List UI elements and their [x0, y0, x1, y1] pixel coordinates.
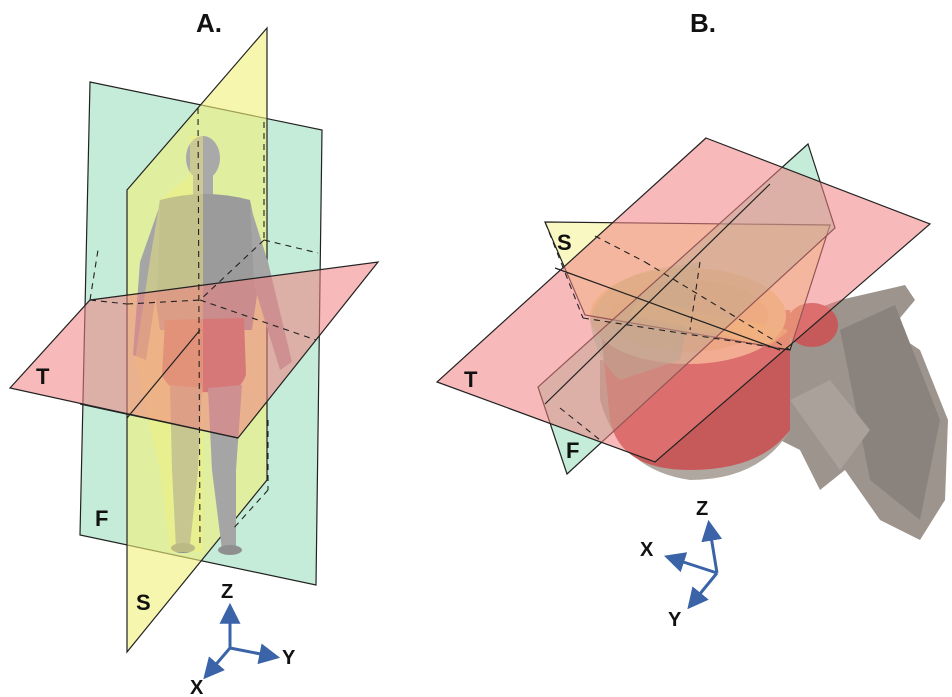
panel-b-z-axis-arrow — [701, 519, 723, 574]
panel-b-transverse-label: T — [464, 367, 478, 392]
panel-b-x-axis-label: X — [640, 539, 654, 561]
panel-b-intersection-line — [554, 267, 781, 351]
panel-a-transverse-label: T — [36, 364, 50, 389]
panel-a-frontal-label: F — [95, 506, 108, 531]
panel-a-sagittal-label: S — [136, 590, 151, 615]
panel-b-hidden-edges — [544, 221, 791, 441]
panel-b-axes — [664, 519, 723, 610]
panel-a: A. — [8, 8, 380, 697]
panel-b-sagittal-label: S — [557, 230, 572, 255]
panel-a-title: A. — [196, 8, 222, 38]
panel-a-x-axis-arrow — [203, 647, 232, 680]
panel-b-intersection-line — [544, 183, 771, 405]
panel-a-z-axis-label: Z — [221, 581, 233, 603]
panel-a-intersection-line — [126, 329, 201, 419]
panel-a-hidden-edges — [89, 107, 319, 546]
panel-b-x-axis-arrow — [664, 552, 718, 575]
panel-b-z-axis-label: Z — [696, 498, 708, 520]
panel-a-x-axis-label: X — [190, 677, 204, 697]
panel-a-intersection-line — [79, 403, 239, 439]
panel-b-y-axis-arrow — [687, 572, 719, 610]
panel-a-axes — [203, 602, 281, 680]
panel-b-frontal-label: F — [566, 438, 579, 463]
panel-b-title: B. — [690, 8, 716, 38]
panel-b-transverse-plane — [435, 137, 932, 463]
panel-a-transverse-plane — [8, 261, 380, 439]
panel-a-y-axis-arrow — [229, 643, 281, 665]
panel-a-y-axis-label: Y — [282, 647, 296, 669]
panel-b: B. — [435, 8, 948, 631]
panel-b-y-axis-label: Y — [668, 609, 682, 631]
